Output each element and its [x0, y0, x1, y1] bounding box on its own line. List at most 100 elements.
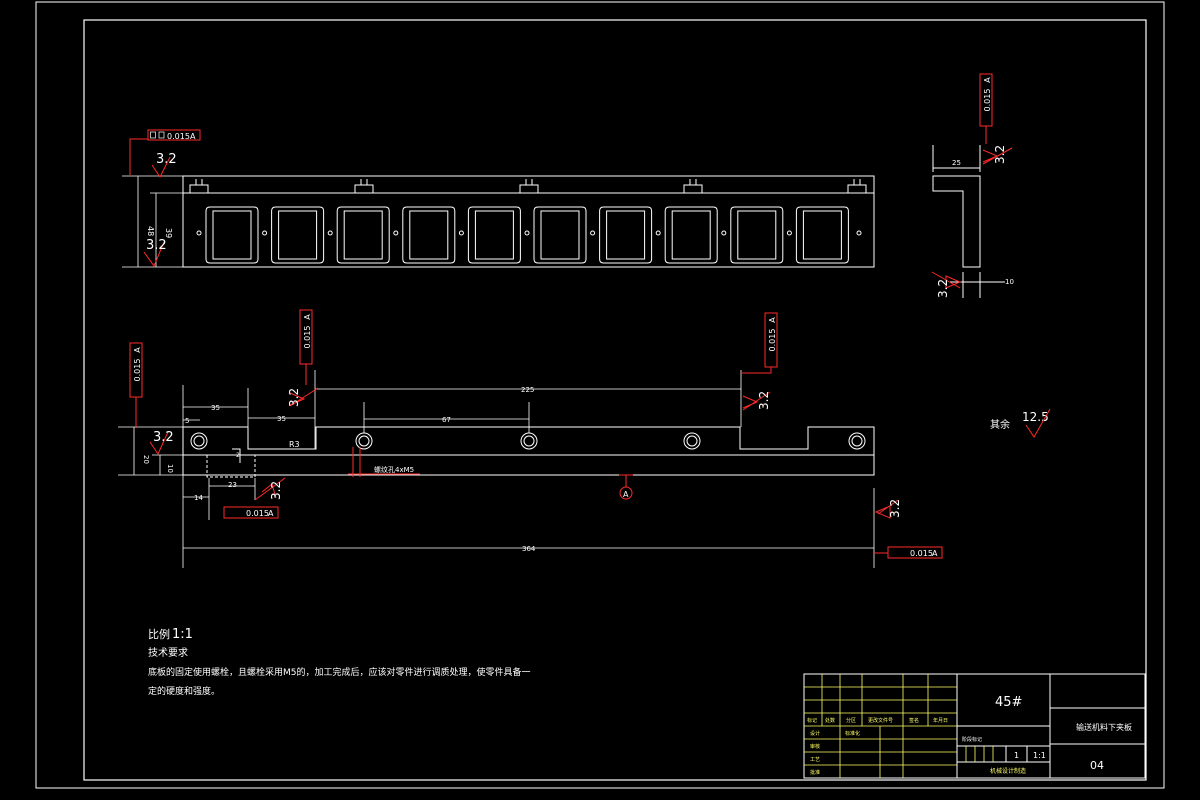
top-view-dims: [122, 175, 183, 268]
pin-hole: [655, 230, 661, 236]
svg-text:批准: 批准: [810, 769, 820, 776]
roughness-symbol: [982, 147, 1013, 165]
roughness-symbol: [1025, 408, 1051, 438]
tolerance-value: 0.015: [246, 509, 269, 518]
datum-label: A: [268, 509, 274, 518]
svg-text:处数: 处数: [825, 717, 835, 724]
title-block-left-labels: 设计 标准化 审核 工艺 批准: [810, 730, 860, 776]
material-label: 45#: [995, 695, 1022, 710]
tolerance-value: 0.015: [910, 549, 933, 558]
pocket-slot: [533, 206, 587, 264]
pocket-slot: [467, 206, 521, 264]
svg-text:审核: 审核: [810, 743, 820, 750]
pin-hole: [393, 230, 399, 236]
svg-text:设计: 设计: [810, 730, 820, 737]
scale-ratio: 1:1: [1033, 751, 1046, 760]
pocket-slot: [336, 206, 390, 264]
roughness-symbol: [931, 271, 962, 289]
roughness-value: 3.2: [269, 481, 283, 500]
roughness-value: 3.2: [757, 391, 771, 410]
dim-48: 48: [146, 226, 155, 236]
datum-label: A: [932, 549, 938, 558]
datum-label: A: [623, 490, 629, 499]
pin-hole: [458, 230, 464, 236]
pin-hole: [786, 230, 792, 236]
other-surfaces-label: 其余: [990, 418, 1010, 431]
pocket-slot: [402, 206, 456, 264]
svg-text:标记: 标记: [807, 717, 817, 724]
part-count: 1: [1014, 751, 1019, 760]
hole-note: 螺纹孔4xM5: [374, 465, 414, 474]
hole-callout: [348, 447, 420, 477]
tech-requirements-line: 定的硬度和强度。: [148, 685, 220, 697]
roughness-symbol: [151, 156, 171, 178]
tech-requirements-title: 技术要求: [148, 646, 188, 659]
top-notches: [189, 179, 867, 193]
roughness-value: 3.2: [153, 430, 174, 445]
dim-14: 14: [194, 494, 203, 502]
dim-225: 225: [521, 386, 534, 394]
pocket-row: [196, 206, 862, 264]
roughness-value: 3.2: [888, 499, 902, 518]
dim-364: 364: [522, 545, 536, 553]
dim-2: 2: [236, 452, 240, 459]
roughness-value: 3.2: [936, 279, 950, 298]
svg-text:标准化: 标准化: [845, 730, 860, 737]
inner-frame: [83, 19, 1147, 781]
pocket-slot: [795, 206, 849, 264]
part-name: 输送机料下夹板: [1076, 722, 1132, 732]
front-annotations: [129, 309, 943, 559]
organization: 机械设计制造: [990, 767, 1026, 775]
pin-hole: [856, 230, 862, 236]
roughness-value: 3.2: [146, 238, 167, 253]
top-view: [182, 175, 875, 268]
tech-requirements-line: 底板的固定使用螺栓，且螺栓采用M5的，加工完成后，应该对零件进行调质处理，使零件…: [148, 666, 531, 678]
pin-hole: [590, 230, 596, 236]
datum-label: A: [983, 77, 992, 83]
title-block-grid: [804, 674, 994, 778]
pin-hole: [524, 230, 530, 236]
svg-text:分区: 分区: [846, 717, 856, 724]
datum-label: A: [133, 347, 142, 353]
dim-35b: 35: [277, 415, 286, 423]
tolerance-value: 0.015: [167, 132, 190, 141]
datum-label: A: [768, 317, 777, 323]
pin-hole: [327, 230, 333, 236]
datum-label: A: [190, 132, 196, 141]
drawing-number: 04: [1090, 759, 1104, 772]
tolerance-value: 0.015: [983, 89, 992, 112]
other-roughness-value: 12.5: [1022, 410, 1049, 424]
scale-value: 1:1: [172, 627, 193, 642]
side-tolerance-frame: [979, 73, 993, 144]
pocket-slot: [664, 206, 718, 264]
datum-label: A: [303, 314, 312, 320]
tolerance-value: 0.015: [133, 359, 142, 382]
pocket-slot: [730, 206, 784, 264]
svg-text:年月日: 年月日: [933, 717, 948, 724]
side-view: [932, 145, 1005, 298]
pocket-slot: [271, 206, 325, 264]
dim-35a: 35: [211, 404, 220, 412]
dim-R3: R3: [289, 440, 300, 449]
datum-marker: [619, 474, 633, 500]
roughness-value: 3.2: [287, 388, 301, 407]
stage-label: 阶段标记: [962, 736, 982, 743]
pin-hole: [262, 230, 268, 236]
dim-67: 67: [442, 416, 451, 424]
pin-hole: [721, 230, 727, 236]
pin-hole: [196, 230, 202, 236]
outer-frame: [35, 1, 1165, 789]
dim-23: 23: [228, 481, 237, 489]
roughness-symbol: [129, 138, 165, 268]
roughness-value: 3.2: [993, 145, 1007, 164]
front-view-dims: [118, 370, 875, 568]
dim-20: 20: [142, 455, 150, 464]
title-block-row-labels: 标记 处数 分区 更改文件号 签名 年月日: [807, 717, 948, 724]
dim-25: 25: [952, 159, 961, 167]
dim-5: 5: [185, 417, 189, 425]
title-block: [803, 673, 1146, 779]
pocket-slot: [599, 206, 653, 264]
svg-text:更改文件号: 更改文件号: [868, 717, 893, 724]
svg-text:工艺: 工艺: [810, 757, 820, 763]
